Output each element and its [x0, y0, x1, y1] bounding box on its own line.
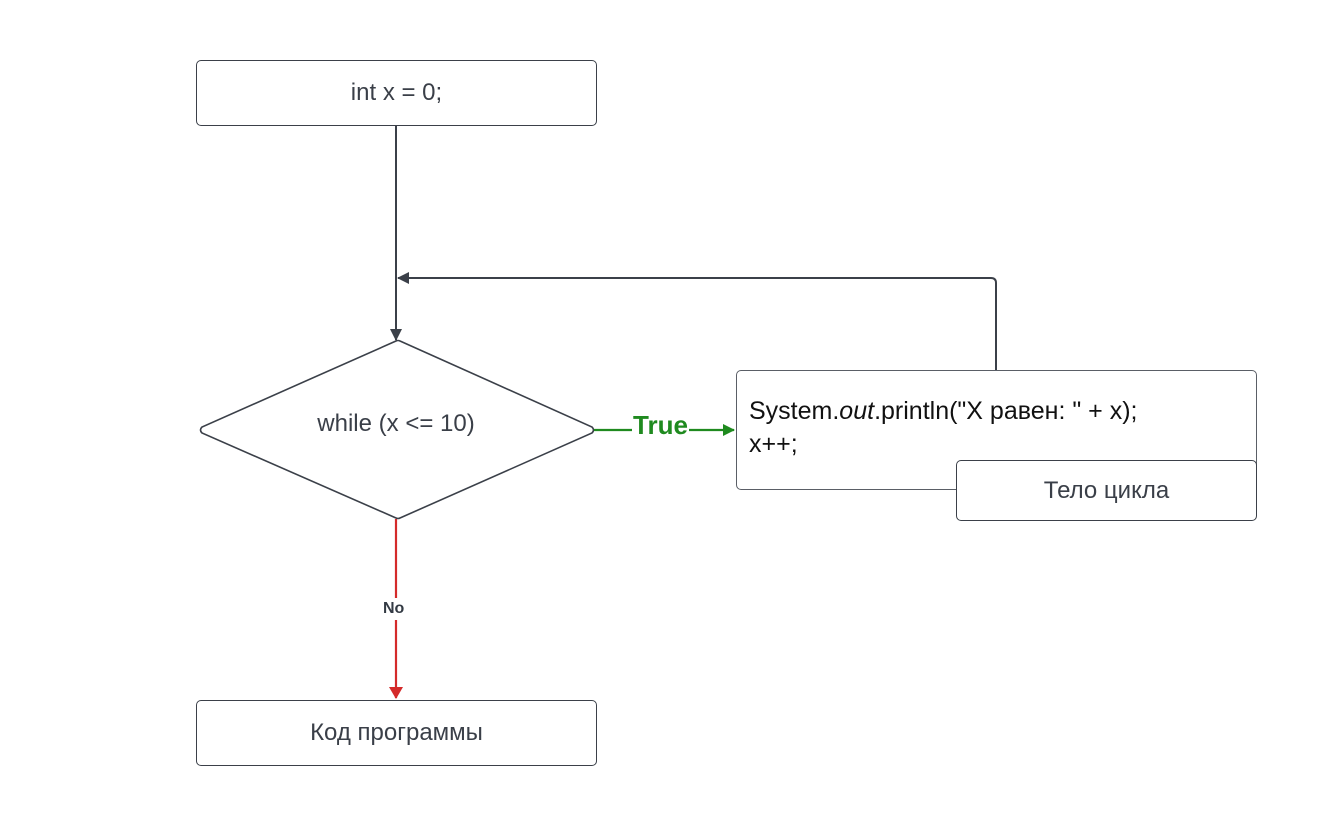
- loop-body-line-1-part-2: .println("X равен: " + x);: [874, 397, 1138, 425]
- true-edge-label: True: [632, 410, 689, 441]
- loop-body-label-text: Тело цикла: [1043, 476, 1170, 504]
- condition-node-text: while (x <= 10): [317, 410, 475, 437]
- init-node: int x = 0;: [196, 60, 597, 126]
- loop-body-line-1-part-1: System.: [749, 397, 840, 425]
- init-node-text: int x = 0;: [350, 79, 443, 106]
- after-loop-node-text: Код программы: [310, 719, 483, 746]
- no-edge-label: No: [380, 598, 408, 620]
- loop-body-line-1-italic: out: [839, 397, 875, 425]
- edge-loop-back: [397, 272, 997, 370]
- after-loop-node: Код программы: [196, 700, 597, 766]
- condition-diamond: [199, 339, 595, 520]
- loop-body-label-node: Тело цикла: [956, 460, 1257, 521]
- loop-body-line-2: x++;: [749, 430, 798, 458]
- loop-body-line-1: System.out.println("X равен: " + x);: [749, 395, 1256, 428]
